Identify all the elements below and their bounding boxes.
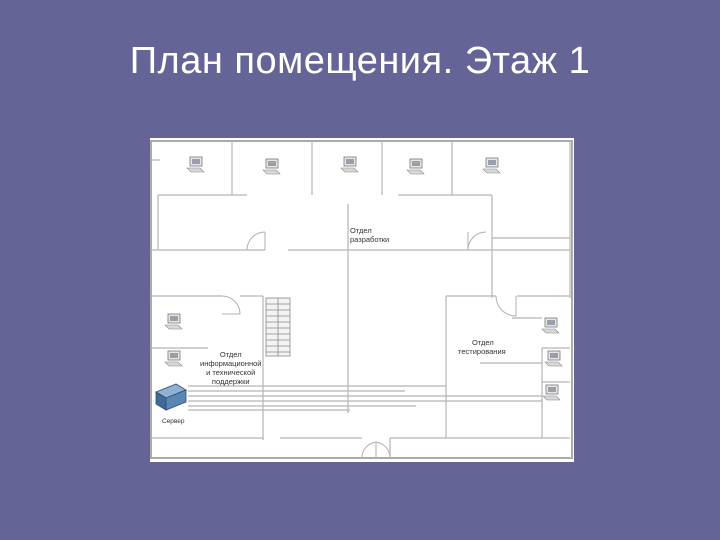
computer-icon	[340, 156, 359, 173]
server-label: Сервер	[162, 418, 185, 425]
computer-icon	[482, 157, 501, 174]
computer-icon	[262, 158, 281, 175]
slide-title: План помещения. Этаж 1	[129, 40, 591, 82]
server-icon	[155, 383, 187, 411]
computer-icon	[406, 158, 425, 175]
door-icon	[221, 231, 517, 459]
computer-icon	[186, 156, 205, 173]
computer-icon	[544, 350, 563, 367]
computer-icon	[542, 384, 561, 401]
room-label-it-support: Отдел информационной и технической подде…	[200, 350, 262, 386]
floor-plan-drawing	[150, 140, 573, 459]
room-label-testing: Отдел тестирования	[458, 338, 506, 356]
computer-icon	[541, 317, 560, 334]
computer-icon	[164, 350, 183, 367]
room-label-development: Отдел разработки	[350, 226, 390, 244]
staircase-icon	[265, 297, 291, 357]
interior-walls	[151, 141, 571, 458]
floor-plan: Отдел разработки Отдел тестирования Отде…	[150, 138, 574, 462]
computer-icon	[164, 313, 183, 330]
